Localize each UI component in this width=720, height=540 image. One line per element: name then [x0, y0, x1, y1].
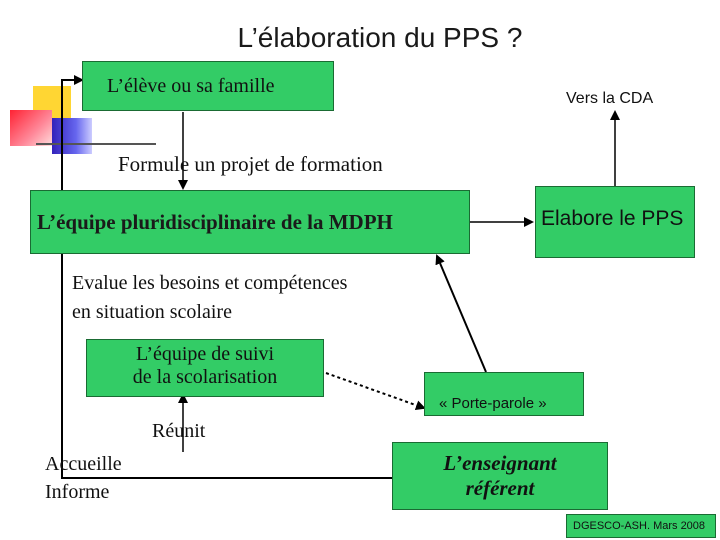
accueille-label: Accueille: [45, 453, 122, 476]
informe-label: Informe: [45, 481, 109, 504]
reunit-label: Réunit: [152, 420, 205, 443]
suivi-label-1: L’équipe de suivi: [87, 343, 323, 366]
enseignant-label-2: référent: [393, 476, 607, 501]
porte-parole-to-mdph-arrow: [437, 256, 486, 372]
mdph-box: L’équipe pluridisciplinaire de la MDPH: [30, 190, 470, 254]
porte-parole-label: « Porte-parole »: [439, 395, 547, 412]
eleve-label: L’élève ou sa famille: [107, 75, 275, 98]
pps-label: Elabore le PPS: [541, 207, 683, 231]
suivi-box: L’équipe de suivi de la scolarisation: [86, 339, 324, 397]
evalue-label-2: en situation scolaire: [72, 301, 232, 324]
mdph-label: L’équipe pluridisciplinaire de la MDPH: [37, 210, 393, 235]
pps-box: Elabore le PPS: [535, 186, 695, 258]
formule-label: Formule un projet de formation: [118, 152, 383, 177]
evalue-label-1: Evalue les besoins et compétences: [72, 272, 347, 295]
eleve-box: L’élève ou sa famille: [82, 61, 334, 111]
suivi-label-2: de la scolarisation: [87, 366, 323, 389]
footer-badge: DGESCO-ASH. Mars 2008: [566, 514, 716, 538]
cda-label: Vers la CDA: [566, 90, 653, 108]
enseignant-label-1: L’enseignant: [393, 451, 607, 476]
suivi-to-porte-parole-arrow: [326, 373, 424, 408]
footer-label: DGESCO-ASH. Mars 2008: [573, 520, 705, 532]
enseignant-box: L’enseignant référent: [392, 442, 608, 510]
porte-parole-box: « Porte-parole »: [424, 372, 584, 416]
